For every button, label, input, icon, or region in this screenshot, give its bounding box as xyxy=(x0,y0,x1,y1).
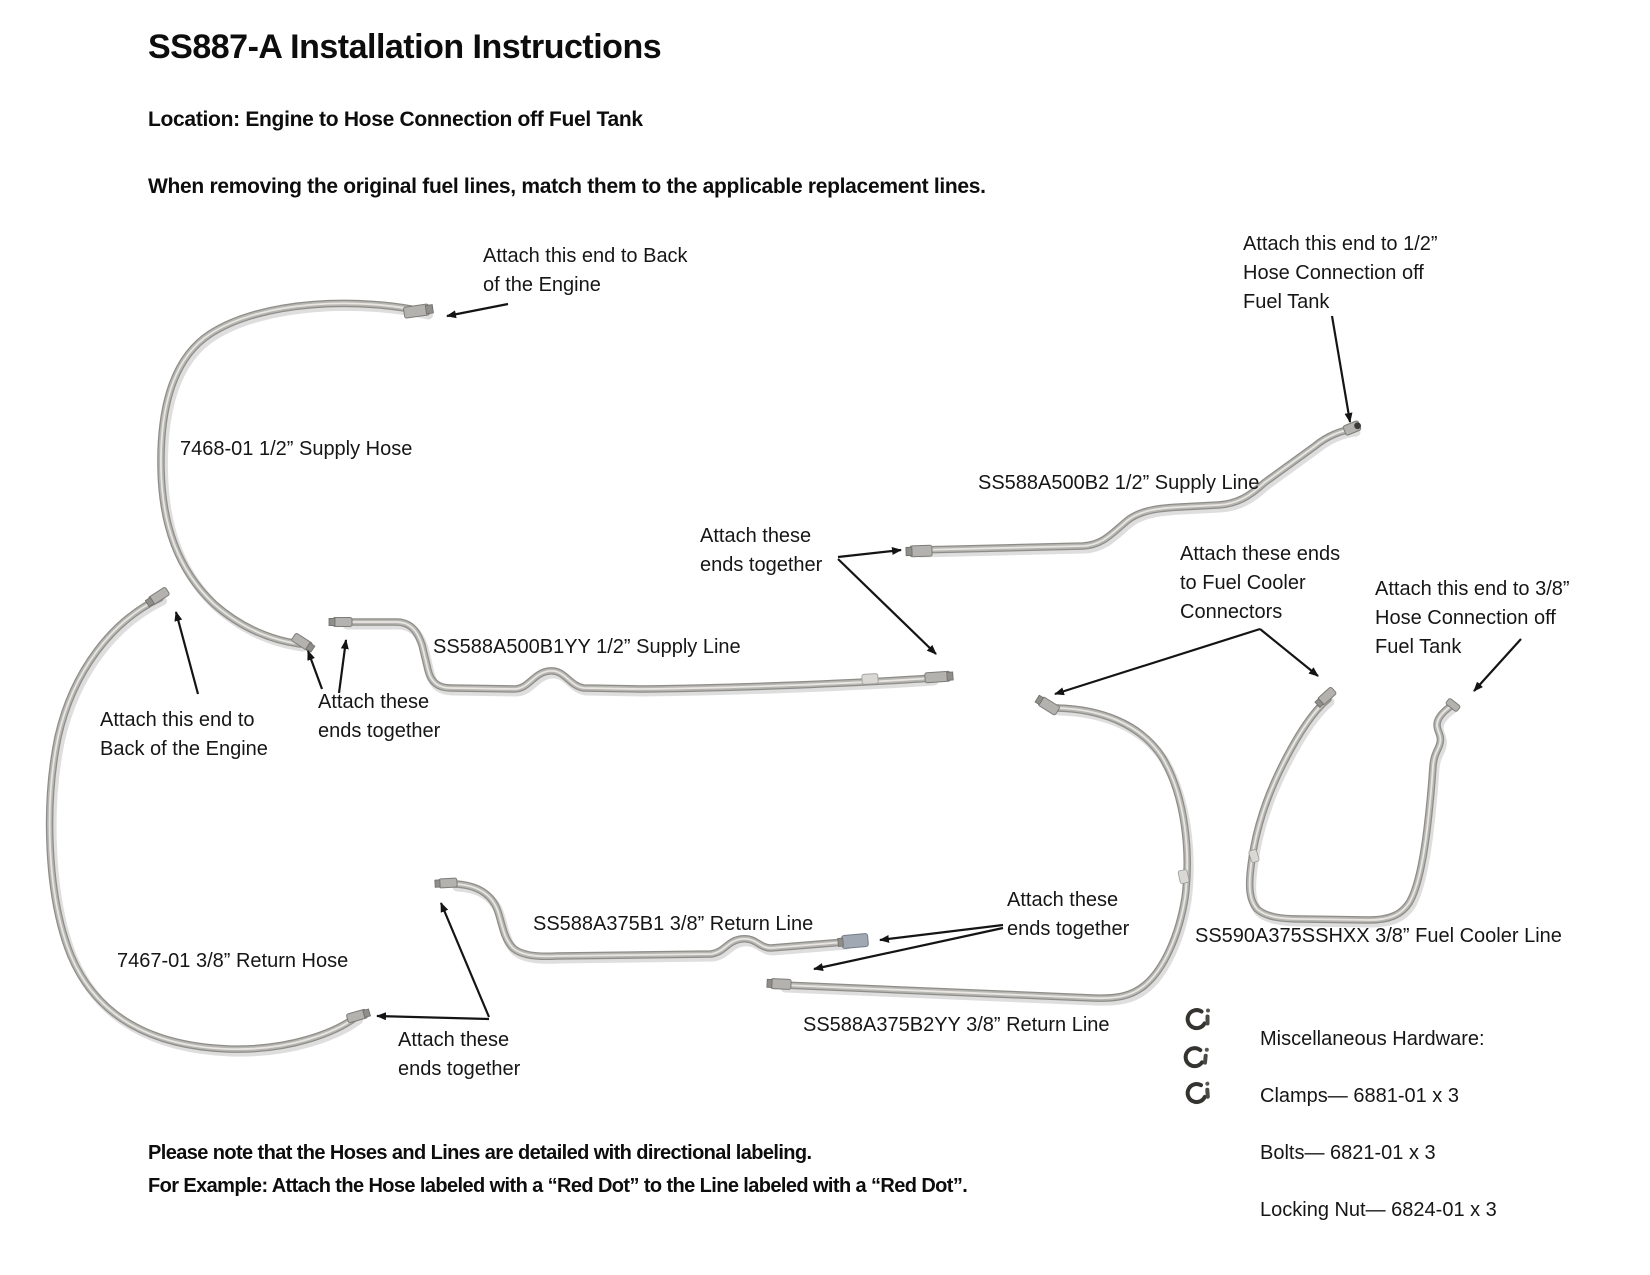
clamp-icon xyxy=(1184,1079,1213,1105)
footer-note-1: Please note that the Hoses and Lines are… xyxy=(148,1142,812,1164)
intro-line: When removing the original fuel lines, m… xyxy=(148,175,986,198)
hose-clamp-icons xyxy=(1182,1006,1213,1105)
hardware-item-bolts: Bolts— 6821-01 x 3 xyxy=(1260,1141,1436,1164)
label-supply-line-b1yy: SS588A500B1YY 1/2” Supply Line xyxy=(433,636,741,658)
annotation-attach-threeeighths-tank: Attach this end to 3/8” Hose Connection … xyxy=(1375,578,1570,658)
annotation-attach-half-tank: Attach this end to 1/2” Hose Connection … xyxy=(1243,233,1438,313)
annotation-attach-back-engine-left: Attach this end to Back of the Engine xyxy=(100,709,268,760)
hardware-item-locking-nut: Locking Nut— 6824-01 x 3 xyxy=(1260,1198,1497,1221)
annotation-attach-together-return: Attach these ends together xyxy=(1007,889,1130,940)
label-fuel-cooler-line: SS590A375SSHXX 3/8” Fuel Cooler Line xyxy=(1195,925,1562,947)
annotation-attach-together-left: Attach these ends together xyxy=(318,691,441,742)
blue-quick-connector xyxy=(837,933,869,949)
hardware-list: Miscellaneous Hardware: Clamps— 6881-01 … xyxy=(1260,996,1497,1253)
label-supply-hose-7468: 7468-01 1/2” Supply Hose xyxy=(180,438,413,460)
clamp-icon xyxy=(1185,1006,1212,1031)
annotation-attach-together-bottom-left: Attach these ends together xyxy=(398,1029,521,1080)
annotation-attach-together-mid: Attach these ends together xyxy=(700,525,823,576)
annotation-arrows xyxy=(174,302,1522,1021)
page-title: SS887-A Installation Instructions xyxy=(148,28,662,66)
footer-note-2: For Example: Attach the Hose labeled wit… xyxy=(148,1175,968,1197)
supply-hose-7468-art xyxy=(161,303,426,644)
return-line-b2yy-art xyxy=(783,708,1187,998)
label-return-line-b2yy: SS588A375B2YY 3/8” Return Line xyxy=(803,1014,1110,1036)
label-return-line-b1: SS588A375B1 3/8” Return Line xyxy=(533,913,814,935)
label-return-hose-7467: 7467-01 3/8” Return Hose xyxy=(117,950,349,972)
hardware-item-clamps: Clamps— 6881-01 x 3 xyxy=(1260,1084,1459,1107)
annotation-attach-cooler-connectors: Attach these ends to Fuel Cooler Connect… xyxy=(1180,543,1341,623)
clamp-icon xyxy=(1182,1043,1212,1070)
hardware-heading: Miscellaneous Hardware: xyxy=(1260,1027,1485,1050)
label-supply-line-b2: SS588A500B2 1/2” Supply Line xyxy=(978,472,1260,494)
hose-connectors xyxy=(144,303,1461,1024)
location-line: Location: Engine to Hose Connection off … xyxy=(148,108,643,131)
annotation-attach-back-engine-top: Attach this end to Back of the Engine xyxy=(483,245,688,296)
